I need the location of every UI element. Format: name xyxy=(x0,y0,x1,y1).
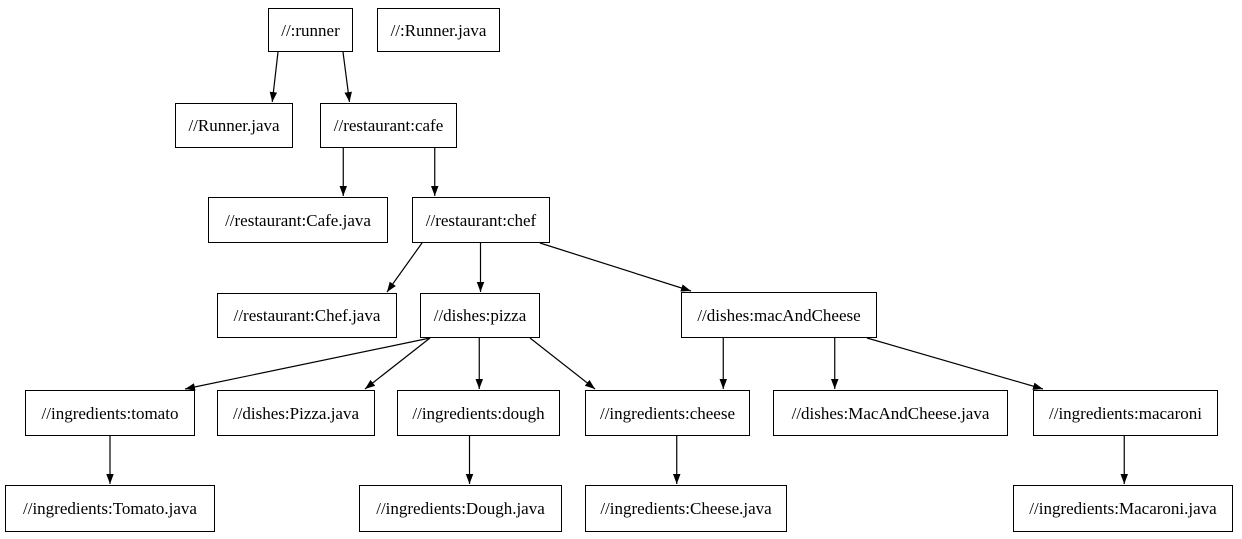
graph-node-cheese: //ingredients:cheese xyxy=(585,390,750,436)
graph-node-label: //dishes:MacAndCheese.java xyxy=(791,403,990,423)
graph-node-label: //ingredients:Macaroni.java xyxy=(1029,499,1217,518)
graph-edge-runner-to-runner-java xyxy=(269,51,279,103)
graph-node-label: //ingredients:tomato xyxy=(41,403,179,423)
graph-node-label: //dishes:pizza xyxy=(433,306,527,325)
graph-node-cafe-java: //restaurant:Cafe.java xyxy=(208,197,388,243)
graph-edge-runner-to-cafe xyxy=(342,51,352,103)
graph-node-runner-java-target: //:Runner.java xyxy=(377,8,500,52)
graph-node-cafe: //restaurant:cafe xyxy=(320,103,457,148)
graph-node-label: //ingredients:dough xyxy=(412,403,545,423)
graph-node-label: //Runner.java xyxy=(188,116,280,135)
graph-node-label: //ingredients:cheese xyxy=(599,403,735,423)
graph-node-mac-and-cheese-java: //dishes:MacAndCheese.java xyxy=(773,390,1008,436)
graph-edge-chef-to-chef-java xyxy=(386,242,423,293)
graph-node-label: //restaurant:cafe xyxy=(333,116,444,135)
graph-node-label: //restaurant:Cafe.java xyxy=(225,210,371,230)
graph-node-label: //ingredients:Dough.java xyxy=(376,499,545,518)
graph-node-label: //ingredients:Cheese.java xyxy=(600,499,772,518)
graph-node-pizza-java: //dishes:Pizza.java xyxy=(217,390,375,436)
graph-node-label: //ingredients:macaroni xyxy=(1049,403,1202,423)
graph-node-tomato-java: //ingredients:Tomato.java xyxy=(5,485,215,532)
graph-node-label: //restaurant:chef xyxy=(425,210,537,230)
graph-edge-pizza-to-cheese xyxy=(529,337,596,390)
graph-edge-mac-and-cheese-to-macaroni xyxy=(866,337,1044,390)
graph-node-tomato: //ingredients:tomato xyxy=(25,390,195,436)
graph-node-label: //ingredients:Tomato.java xyxy=(23,499,197,518)
graph-node-macaroni: //ingredients:macaroni xyxy=(1033,390,1218,436)
graph-node-dough-java: //ingredients:Dough.java xyxy=(359,485,562,532)
graph-node-chef-java: //restaurant:Chef.java xyxy=(217,293,397,338)
graph-node-label: //dishes:Pizza.java xyxy=(232,403,360,423)
graph-edge-pizza-to-tomato xyxy=(184,337,431,391)
graph-node-dough: //ingredients:dough xyxy=(397,390,560,436)
graph-node-runner-java: //Runner.java xyxy=(175,103,293,148)
graph-node-pizza: //dishes:pizza xyxy=(420,293,540,338)
graph-node-label: //:runner xyxy=(281,20,340,40)
graph-node-runner: //:runner xyxy=(268,8,353,52)
graph-edge-chef-to-mac-and-cheese xyxy=(539,242,692,292)
graph-node-macaroni-java: //ingredients:Macaroni.java xyxy=(1013,485,1233,532)
graph-node-mac-and-cheese: //dishes:macAndCheese xyxy=(681,292,877,338)
graph-node-label: //restaurant:Chef.java xyxy=(233,306,381,325)
graph-node-label: //:Runner.java xyxy=(390,20,487,40)
graph-edge-pizza-to-pizza-java xyxy=(364,337,431,390)
graph-node-chef: //restaurant:chef xyxy=(412,197,550,243)
graph-node-cheese-java: //ingredients:Cheese.java xyxy=(585,485,787,532)
graph-node-label: //dishes:macAndCheese xyxy=(697,305,861,325)
